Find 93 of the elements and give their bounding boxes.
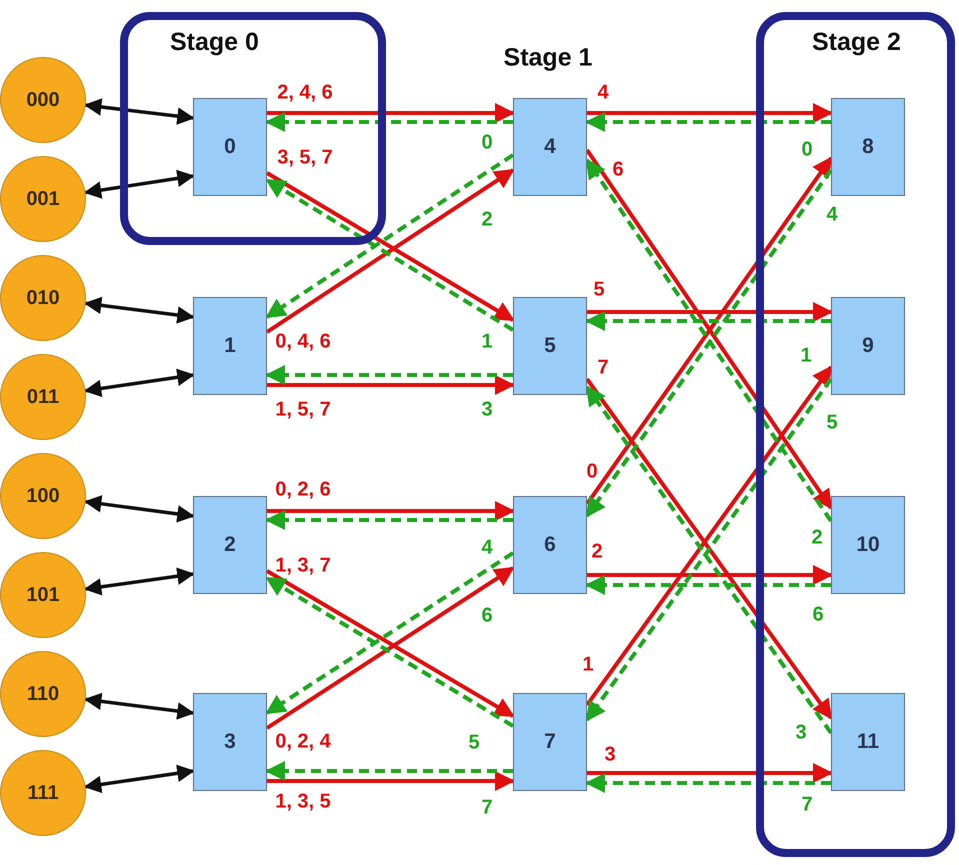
stage-frame — [120, 12, 386, 245]
endpoint-address: 011 — [26, 386, 60, 408]
switch-box — [513, 98, 587, 196]
stage-heading: Stage 1 — [504, 44, 592, 72]
edge-label: 0, 2, 6 — [275, 478, 331, 502]
arrow — [267, 501, 515, 521]
arrow — [84, 296, 195, 324]
switch-box — [193, 98, 267, 196]
arrow — [265, 112, 513, 132]
edge-label: 6 — [612, 158, 624, 182]
switch-box — [831, 496, 905, 594]
edge-label: 0 — [801, 138, 813, 162]
switch-number: 6 — [544, 533, 556, 557]
switch-number: 2 — [224, 533, 236, 557]
endpoint-address: 110 — [26, 682, 60, 706]
arrow — [84, 368, 195, 398]
edge-label: 0 — [481, 132, 493, 154]
stage-frame — [756, 12, 955, 857]
switch-number: 10 — [856, 533, 880, 557]
edge-label: 4 — [481, 536, 493, 560]
edge-label: 2 — [811, 526, 823, 550]
edge-label: 1, 3, 7 — [275, 554, 331, 578]
edge-label: 2, 4, 6 — [277, 82, 333, 104]
arrow — [585, 311, 831, 331]
arrow — [265, 761, 513, 781]
edge-label: 0, 4, 6 — [275, 330, 331, 354]
edge-label: 6 — [812, 604, 824, 626]
switch-box — [831, 297, 905, 395]
edge-label: 1 — [800, 344, 812, 368]
edge-label: 5 — [468, 732, 480, 754]
endpoint-address: 000 — [26, 88, 60, 112]
arrow — [267, 375, 515, 395]
switch-number: 9 — [862, 334, 874, 358]
edge-label: 3 — [604, 744, 616, 766]
arrow — [587, 763, 833, 783]
endpoint-address: 010 — [26, 286, 60, 310]
arrow — [265, 510, 513, 530]
edge-label: 3 — [481, 398, 493, 422]
edge-label: 4 — [826, 204, 838, 226]
switch-box — [193, 693, 267, 791]
arrow — [587, 103, 833, 123]
arrow — [84, 692, 195, 720]
switch-box — [831, 98, 905, 196]
switch-box — [513, 693, 587, 791]
edge-label: 7 — [597, 356, 609, 380]
edge-label: 0 — [586, 460, 598, 484]
stage-heading: Stage 2 — [812, 28, 901, 57]
edge-label: 5 — [593, 278, 605, 302]
arrow — [267, 771, 515, 791]
arrow — [84, 764, 195, 794]
edge-label: 2 — [481, 208, 493, 232]
endpoint-address: 111 — [27, 782, 59, 804]
arrow — [585, 575, 831, 595]
edge-label: 0, 2, 4 — [275, 730, 331, 754]
arrow — [267, 103, 515, 123]
endpoint-address: 001 — [26, 188, 60, 210]
edge-label: 1, 3, 5 — [275, 790, 331, 814]
switch-box — [513, 297, 587, 395]
switch-number: 4 — [544, 135, 556, 159]
arrow — [84, 98, 195, 125]
arrow — [84, 170, 195, 199]
switch-number: 7 — [544, 730, 556, 754]
edge-label: 5 — [826, 412, 838, 434]
switch-number: 1 — [224, 334, 236, 358]
edge-label: 1, 5, 7 — [275, 398, 331, 422]
switch-box — [193, 496, 267, 594]
switch-number: 8 — [862, 135, 874, 159]
switch-number: 11 — [856, 730, 880, 754]
edge-label: 3, 5, 7 — [277, 146, 333, 170]
switch-number: 3 — [224, 730, 236, 754]
arrow — [265, 365, 513, 385]
switch-box — [193, 297, 267, 395]
endpoint-address: 101 — [26, 584, 60, 606]
stage-heading: Stage 0 — [170, 28, 259, 57]
edge-label: 1 — [582, 654, 594, 676]
arrow — [587, 565, 833, 585]
edge-label: 4 — [597, 82, 609, 104]
edge-label: 6 — [481, 604, 493, 628]
switch-number: 5 — [544, 334, 556, 358]
arrow — [585, 112, 831, 132]
arrow — [84, 495, 195, 523]
arrow — [585, 773, 831, 793]
edge-label: 7 — [481, 796, 493, 820]
endpoint-address: 100 — [26, 484, 60, 508]
switch-box — [513, 496, 587, 594]
arrow — [587, 302, 833, 322]
switch-number: 0 — [224, 135, 236, 159]
edge-label: 1 — [481, 330, 493, 354]
edge-label: 7 — [801, 794, 813, 816]
edge-label: 2 — [591, 540, 603, 564]
edge-label: 3 — [795, 722, 807, 744]
switch-box — [831, 693, 905, 791]
arrow — [84, 568, 195, 596]
